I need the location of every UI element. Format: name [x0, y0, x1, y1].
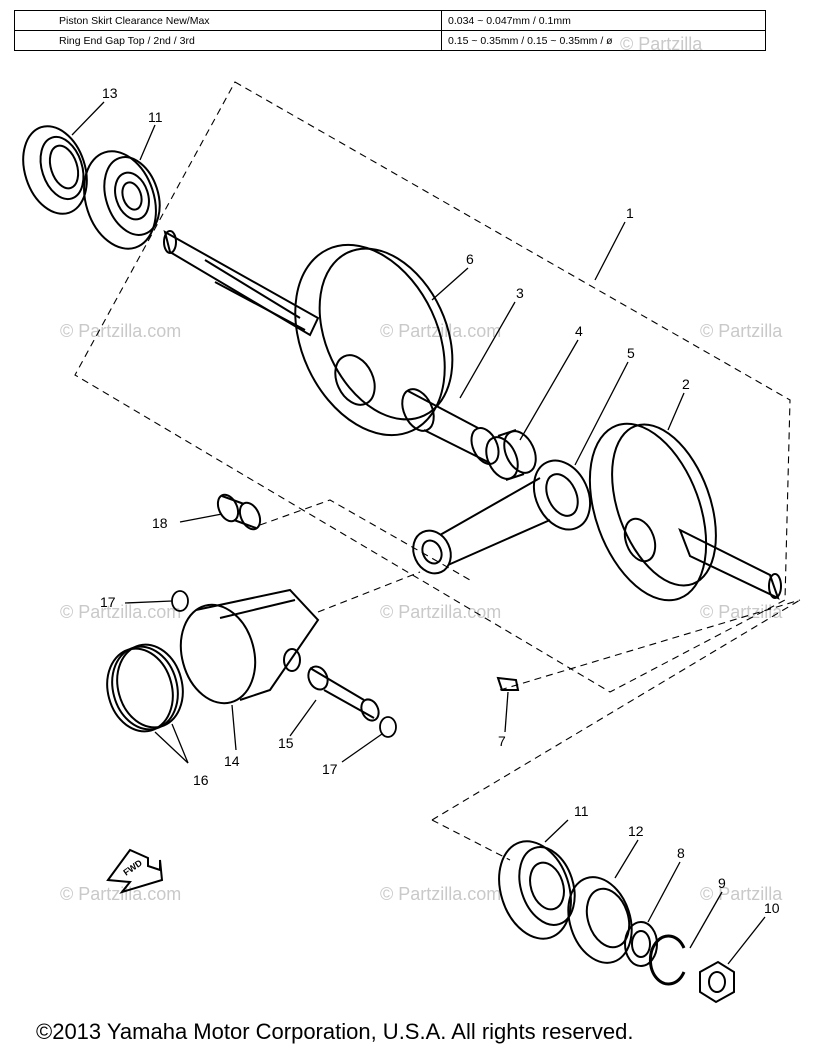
- spec-value: 0.15 ~ 0.35mm / 0.15 ~ 0.35mm / ø: [441, 30, 766, 51]
- needle-bearing-4: [485, 429, 537, 481]
- callout-17: 17: [322, 761, 338, 777]
- callout-4: 4: [575, 323, 583, 339]
- spec-table: Piston Skirt Clearance New/Max 0.034 ~ 0…: [14, 10, 766, 51]
- callout-1: 1: [626, 205, 634, 221]
- piston-14: [179, 588, 320, 705]
- callout-12: 12: [628, 823, 644, 839]
- callout-15: 15: [278, 735, 294, 751]
- callout-11: 11: [574, 803, 589, 819]
- callout-14: 14: [224, 753, 240, 769]
- watermark: © Partzilla.com: [380, 884, 501, 904]
- oil-seal-13: [22, 125, 88, 215]
- callout-10: 10: [764, 900, 780, 916]
- bearing-11-lower: [498, 840, 576, 940]
- watermark: © Partzilla.com: [60, 321, 181, 341]
- callout-numbers: 13 11 1 6 3 4 5 2 18 17 14 15 17 16 7 11…: [100, 85, 780, 916]
- watermark: © Partzilla: [700, 321, 783, 341]
- callout-6: 6: [466, 251, 474, 267]
- watermarks: © Partzilla.com © Partzilla.com © Partzi…: [60, 34, 783, 904]
- callout-17: 17: [100, 594, 116, 610]
- exploded-parts-diagram: © Partzilla.com © Partzilla.com © Partzi…: [22, 34, 801, 1004]
- callout-3: 3: [516, 285, 524, 301]
- woodruff-key-7: [496, 676, 520, 691]
- watermark: © Partzilla.com: [60, 884, 181, 904]
- assembly-outline: [74, 81, 801, 861]
- piston-pin-15: [307, 665, 380, 722]
- fwd-label: FWD: [121, 857, 144, 877]
- callout-18: 18: [152, 515, 168, 531]
- connecting-rod-5: [412, 459, 592, 575]
- callout-9: 9: [718, 875, 726, 891]
- crank-half-2: [588, 422, 782, 602]
- callout-2: 2: [682, 376, 690, 392]
- callout-8: 8: [677, 845, 685, 861]
- callout-16: 16: [193, 772, 209, 788]
- callout-11: 11: [148, 109, 163, 125]
- spec-row: Ring End Gap Top / 2nd / 3rd 0.15 ~ 0.35…: [14, 30, 766, 51]
- bearing-11: [83, 150, 161, 250]
- watermark: © Partzilla: [620, 34, 703, 54]
- piston-rings-16: [106, 643, 184, 733]
- crank-half-6: [163, 229, 454, 437]
- callout-13: 13: [102, 85, 118, 101]
- small-end-bearing-18: [216, 493, 262, 531]
- watermark: © Partzilla.com: [380, 321, 501, 341]
- oil-seal-12: [567, 876, 633, 964]
- watermark: © Partzilla: [700, 602, 783, 622]
- watermark: © Partzilla: [700, 884, 783, 904]
- watermark: © Partzilla.com: [380, 602, 501, 622]
- watermark: © Partzilla.com: [60, 602, 181, 622]
- callout-7: 7: [498, 733, 506, 749]
- circlip-9: [648, 934, 686, 986]
- washer-8: [624, 921, 658, 967]
- nut-10: [699, 960, 735, 1004]
- crank-pin-3: [401, 388, 500, 465]
- callout-5: 5: [627, 345, 635, 361]
- copyright-footer: ©2013 Yamaha Motor Corporation, U.S.A. A…: [36, 1019, 634, 1044]
- leader-lines: [71, 101, 766, 965]
- spec-label: Ring End Gap Top / 2nd / 3rd: [14, 30, 442, 51]
